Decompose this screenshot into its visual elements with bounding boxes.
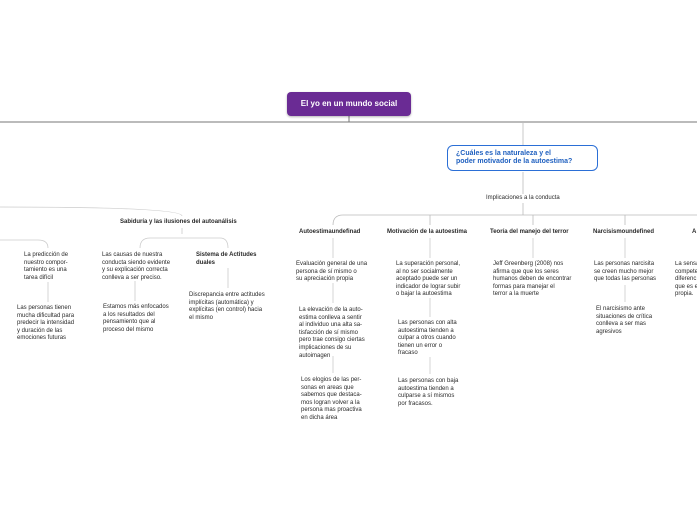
text-line: Evaluación general de una [296, 261, 368, 267]
narcisismo-item-2[interactable]: El narcisismo ante situaciones de crític… [596, 306, 652, 336]
motivacion-item-2[interactable]: Las personas con alta autoestima tienden… [398, 320, 457, 358]
text-line: en dicha área [301, 414, 338, 421]
text-line: nuestro compor- [24, 259, 68, 266]
text-line: proceso del mismo [103, 326, 154, 333]
text-line: conlleva a ser mas [596, 321, 647, 328]
causas-node[interactable]: Las causas de nuestra conducta siendo ev… [102, 252, 170, 282]
teoria-item-1[interactable]: Jeff Greenberg (2008) nos afirma que que… [493, 261, 571, 299]
text-line: pero trae consigo ciertas [299, 337, 365, 344]
text-line: La superación personal, [396, 261, 461, 267]
text-line: situaciones de crítica [596, 313, 653, 320]
text-line: o bajar la autoestima [396, 291, 452, 298]
text-line: emociones futuras [17, 335, 67, 342]
text-line: persona de sí mismo o [296, 268, 357, 275]
text-line: conducta siendo evidente [102, 259, 171, 266]
text-line: sabemos que destaca- [301, 392, 362, 399]
text-line: por fracasos. [398, 400, 433, 407]
motivacion-item-3[interactable]: Las personas con baja autoestima tienden… [398, 378, 458, 408]
text-line: La sensa [675, 261, 697, 267]
text-line: que es e [675, 283, 697, 290]
text-line: que todas las personas [594, 276, 657, 283]
text-line: Las causas de nuestra [102, 252, 163, 258]
text-line: fracaso [398, 350, 418, 357]
text-line: Sistema de Actitudes [196, 252, 257, 258]
text-line: duales [196, 259, 216, 266]
text-line: Los elogios de las per- [301, 377, 362, 383]
text-line: Las personas narcisita [594, 261, 655, 267]
text-line: El narcisismo ante [596, 306, 646, 312]
autoestima-heading[interactable]: Autoestimaundefinad [299, 229, 361, 235]
text-line: La predicción de [24, 252, 69, 258]
text-line: mucha dificultad para [17, 312, 75, 319]
text-line: Discrepancia entre actitudes [189, 292, 265, 298]
text-line: culpar a otros cuando [398, 335, 456, 342]
text-line: diferenc [675, 276, 697, 283]
question-line-1: ¿Cuáles es la naturaleza y el [456, 150, 551, 157]
text-line: implicaciones de su [299, 344, 352, 351]
text-line: compete [675, 268, 697, 275]
autoestima-item-3[interactable]: Los elogios de las per- sonas en areas q… [301, 377, 362, 423]
prediccion-node[interactable]: La predicción de nuestro compor- tamient… [24, 252, 68, 282]
question-line-2: poder motivador de la autoestima? [456, 158, 573, 165]
question-node[interactable]: ¿Cuáles es la naturaleza y el poder moti… [447, 145, 598, 171]
text-line: predecir la intensidad [17, 320, 75, 327]
text-line: culparse a sí mismos [398, 393, 455, 400]
text-line: persona mas proactiva [301, 407, 362, 414]
central-topic[interactable]: El yo en un mundo social [287, 92, 411, 116]
text-line: autoestima tienden a [398, 385, 454, 392]
text-line: autoimagen [299, 352, 331, 359]
motivacion-item-1[interactable]: La superación personal, al no ser social… [396, 261, 460, 299]
text-line: mos logran volver a la [301, 399, 360, 406]
text-line: formas para manejar el [493, 283, 555, 290]
text-line: afirma que que los seres [493, 268, 559, 275]
implicaciones-label[interactable]: Implicaciones a la conducta [486, 195, 560, 201]
text-line: Jeff Greenberg (2008) nos [493, 261, 564, 267]
autoestima-item-2[interactable]: La elevación de la auto- estima conlleva… [299, 307, 365, 360]
text-line: La elevación de la auto- [299, 307, 363, 313]
text-line: su apreciación propia [296, 276, 354, 283]
text-line: terror a la muerte [493, 291, 540, 298]
partial-item-1[interactable]: La sensa compete diferenc que es e propi… [675, 261, 697, 299]
text-line: implícitas (automática) y [189, 299, 254, 306]
text-line: Las personas con baja [398, 378, 459, 384]
text-line: Estamos más enfocados [103, 304, 169, 310]
text-line: tienen un error o [398, 342, 443, 349]
text-line: se creen mucho mejor [594, 268, 654, 275]
text-line: Las personas tienen [17, 305, 72, 311]
text-line: el mismo [189, 314, 214, 321]
text-line: pensamiento que al [103, 319, 156, 326]
autoestima-item-1[interactable]: Evaluación general de una persona de sí … [296, 261, 367, 284]
motivacion-heading[interactable]: Motivación de la autoestima [387, 229, 468, 235]
text-line: al no ser socialmente [396, 268, 453, 275]
text-line: humanos deben de encontrar [493, 276, 572, 283]
text-line: tamiento es una [24, 267, 67, 274]
personas-dificultad-node[interactable]: Las personas tienen mucha dificultad par… [17, 305, 74, 343]
text-line: y su explicación correcta [102, 267, 168, 274]
text-line: Las personas con alta [398, 320, 457, 326]
enfocados-node[interactable]: Estamos más enfocados a los resultados d… [103, 304, 169, 334]
text-line: al individuo una alta sa- [299, 322, 363, 329]
text-line: sonas en areas que [301, 384, 354, 391]
discrepancia-node[interactable]: Discrepancia entre actitudes implícitas … [189, 292, 265, 322]
narcisismo-heading[interactable]: Narcisismoundefined [593, 229, 655, 235]
text-line: agresivos [596, 328, 622, 335]
text-line: aceptado puede ser un [396, 276, 458, 283]
text-line: explícitas (en control) hacia [189, 307, 263, 314]
sistema-actitudes-node[interactable]: Sistema de Actitudes duales [196, 252, 256, 267]
text-line: estima conlleva a sentir [299, 314, 362, 321]
text-line: conlleva a ser preciso. [102, 274, 162, 281]
text-line: tarea difícil [24, 274, 54, 281]
sabiduria-heading[interactable]: Sabiduría y las ilusiones del autoanális… [120, 219, 237, 225]
text-line: y duración de las [17, 327, 63, 334]
text-line: autoestima tienden a [398, 327, 454, 334]
text-line: propia. [675, 291, 694, 298]
text-line: a los resultados del [103, 311, 155, 318]
partial-heading[interactable]: A [692, 229, 697, 235]
text-line: indicador de lograr subir [396, 283, 461, 290]
narcisismo-item-1[interactable]: Las personas narcisita se creen mucho me… [594, 261, 656, 284]
teoria-heading[interactable]: Teoría del manejo del terror [490, 229, 569, 235]
text-line: tisfacción de sí mismo [299, 329, 359, 336]
